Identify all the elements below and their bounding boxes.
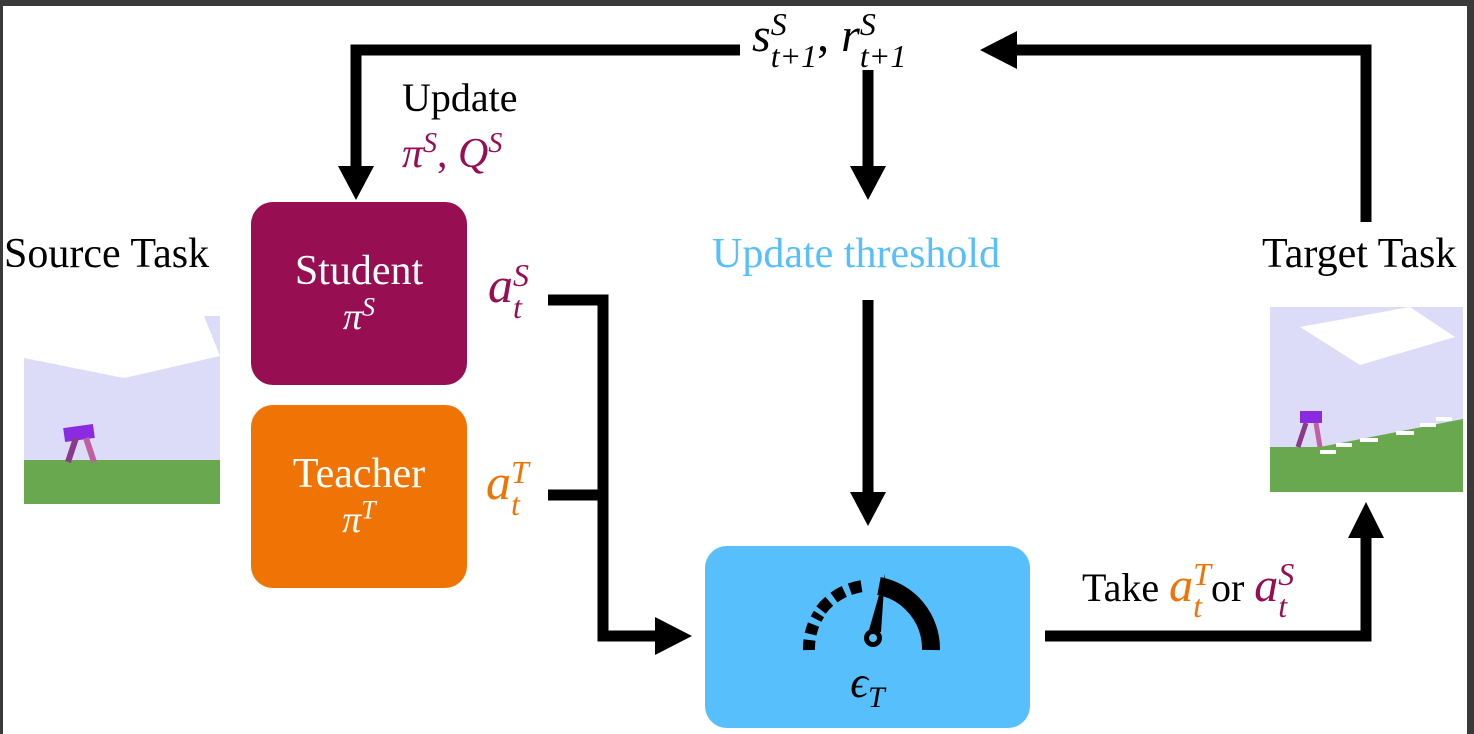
- gauge-icon: [802, 574, 940, 651]
- arrowhead-threshold-text: [850, 166, 886, 200]
- update-params: πS, QS: [402, 128, 503, 177]
- arrow-gauge-to-target: [1045, 535, 1372, 642]
- source-scene-drawing: [24, 316, 220, 504]
- arrowhead-state: [980, 31, 1017, 69]
- line-student-action: [548, 294, 609, 495]
- student-box: Student πS: [251, 202, 467, 385]
- arrowhead-target: [1348, 502, 1384, 538]
- arrow-feedback-to-student: [350, 44, 740, 168]
- teacher-title: Teacher: [292, 450, 426, 497]
- threshold-symbol: ϵT: [850, 658, 885, 714]
- arrowhead-gauge: [850, 492, 886, 526]
- target-task-image: [1270, 307, 1463, 492]
- update-label: Update: [402, 75, 518, 120]
- update-threshold-label: Update threshold: [712, 231, 1001, 277]
- threshold-box: ϵT: [705, 546, 1030, 728]
- line-teacher-action: [548, 489, 660, 642]
- target-scene-drawing: [1270, 307, 1463, 492]
- teacher-box: Teacher πT: [251, 405, 467, 588]
- arrowhead-student: [338, 166, 374, 200]
- source-task-label: Source Task: [4, 231, 210, 277]
- target-task-label: Target Task: [1262, 231, 1457, 277]
- arrowhead-action-merge: [655, 617, 692, 655]
- arrow-target-to-state: [1010, 44, 1372, 222]
- student-policy: πS: [342, 291, 376, 338]
- student-title: Student: [294, 247, 424, 294]
- teacher-policy: πT: [342, 494, 376, 541]
- source-task-image: [24, 316, 220, 504]
